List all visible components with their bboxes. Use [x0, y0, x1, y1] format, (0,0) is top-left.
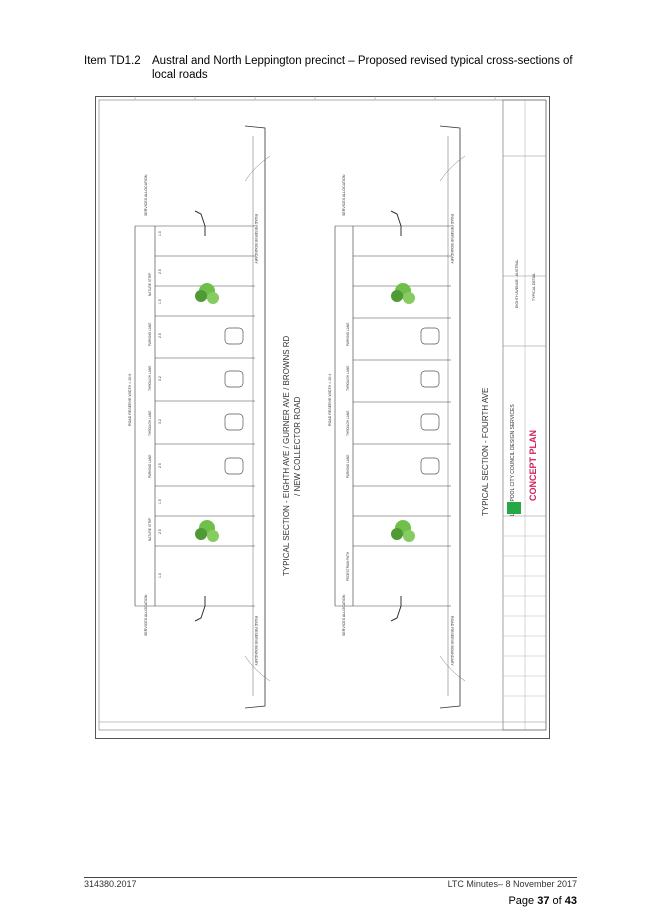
dim-label: 2.5	[158, 269, 162, 274]
dim-label: 1.0	[158, 231, 162, 236]
title-block: CONCEPT PLAN LIVERPOOL CITY COUNCIL DESI…	[507, 260, 538, 516]
road-reserve-boundary-bottom: ROAD RESERVE BOUNDARY	[254, 616, 258, 666]
lane-label: THROUGH LANE	[148, 411, 152, 436]
concept-plan-label: CONCEPT PLAN	[528, 430, 538, 501]
lane-label: NATURE STRIP	[148, 273, 152, 296]
section-two: TYPICAL SECTION - FOURTH AVE ROAD RESERV…	[328, 125, 490, 709]
section-one-title-a: TYPICAL SECTION - EIGHTH AVE / GURNER AV…	[282, 335, 291, 576]
services-allocation-top: SERVICES ALLOCATION	[144, 174, 148, 216]
services-allocation-bottom: SERVICES ALLOCATION	[342, 594, 346, 636]
project-name: EIGHTH AVENUE - AUSTRAL	[515, 260, 519, 308]
section-one: TYPICAL SECTION - EIGHTH AVE / GURNER AV…	[128, 125, 302, 709]
page-total: 43	[564, 895, 577, 907]
services-allocation-bottom: SERVICES ALLOCATION	[144, 594, 148, 636]
cross-section-drawing: CONCEPT PLAN LIVERPOOL CITY COUNCIL DESI…	[95, 96, 550, 739]
lane-label: PEDESTRIAN PATH	[346, 551, 350, 581]
lane-label: PARKING LANE	[148, 323, 152, 346]
dim-label: 1.0	[158, 573, 162, 578]
services-allocation-top: SERVICES ALLOCATION	[342, 174, 346, 216]
lane-label: THROUGH LANE	[346, 411, 350, 436]
lane-label: PARKING LANE	[346, 323, 350, 346]
section-two-title: TYPICAL SECTION - FOURTH AVE	[481, 388, 490, 516]
dim-label: 3.2	[158, 419, 162, 424]
lane-label: NATURE STRIP	[148, 518, 152, 541]
council-logo	[507, 502, 521, 514]
lane-label: THROUGH LANE	[346, 366, 350, 391]
road-reserve-boundary-top: ROAD RESERVE BOUNDARY	[254, 214, 258, 264]
page-current: 37	[537, 895, 550, 907]
footer-minutes-date: LTC Minutes– 8 November 2017	[447, 879, 577, 889]
page-mid: of	[549, 895, 565, 907]
item-title: Austral and North Leppington precinct – …	[152, 55, 573, 81]
dim-label: 1.5	[158, 299, 162, 304]
lane-label: PARKING LANE	[346, 455, 350, 478]
council-name: LIVERPOOL CITY COUNCIL DESIGN SERVICES	[510, 404, 516, 516]
dim-label: 2.5	[158, 529, 162, 534]
footer-rule	[84, 877, 577, 878]
road-reserve-boundary-top: ROAD RESERVE BOUNDARY	[450, 214, 454, 264]
road-reserve-boundary-bottom: ROAD RESERVE BOUNDARY	[450, 616, 454, 666]
footer-document-number: 314380.2017	[84, 879, 137, 889]
lane-label: PARKING LANE	[148, 455, 152, 478]
dim-label: 2.5	[158, 333, 162, 338]
reserve-width-one: ROAD RESERVE WIDTH = 20.6	[128, 374, 132, 426]
sheet-name: TYPICAL DETAIL	[532, 273, 536, 301]
dim-label: 1.5	[158, 499, 162, 504]
drawing-svg: CONCEPT PLAN LIVERPOOL CITY COUNCIL DESI…	[95, 96, 550, 739]
dim-label: 2.5	[158, 463, 162, 468]
section-one-title-b: / NEW COLLECTOR ROAD	[293, 396, 302, 496]
dim-label: 3.2	[158, 376, 162, 381]
footer-page-number: Page 37 of 43	[508, 895, 577, 907]
reserve-width-two: ROAD RESERVE WIDTH = 20.4	[328, 374, 332, 426]
lane-label: THROUGH LANE	[148, 366, 152, 391]
page-prefix: Page	[508, 895, 538, 907]
item-number: Item TD1.2	[84, 55, 141, 67]
